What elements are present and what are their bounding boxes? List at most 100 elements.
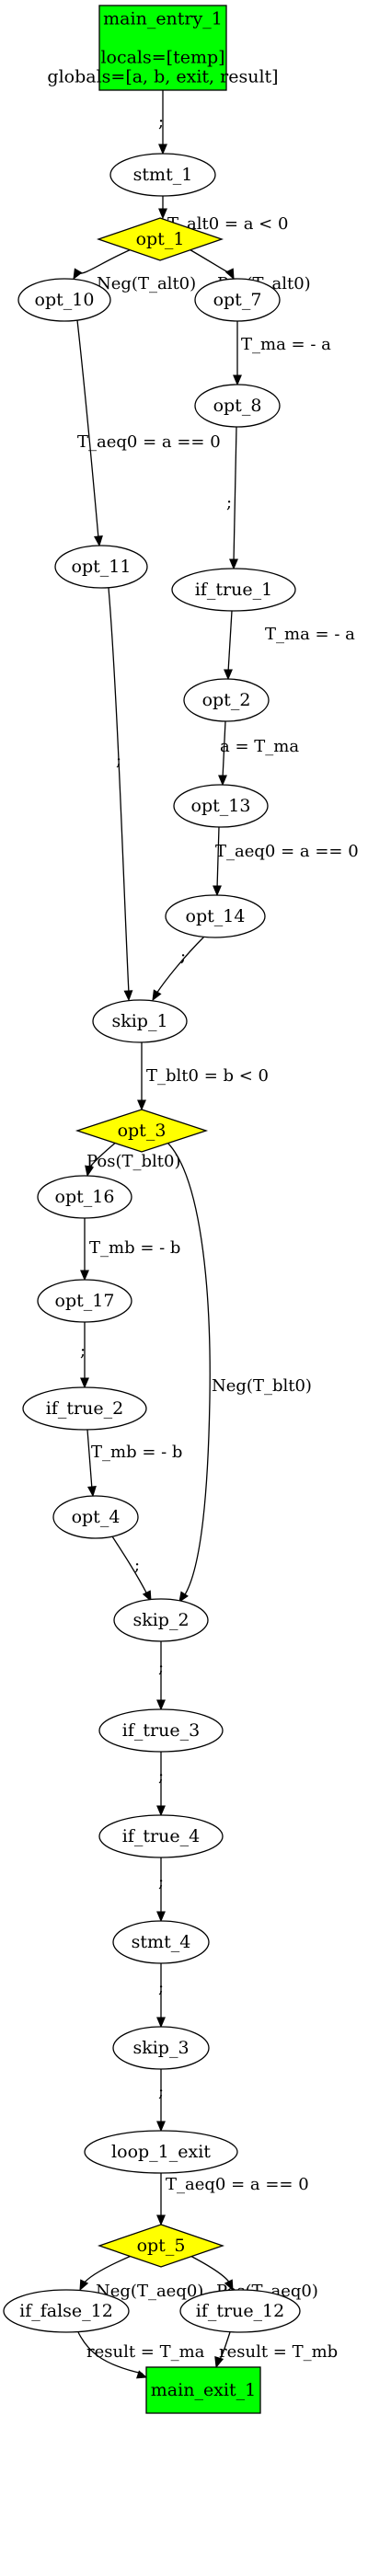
node-if_true_3: if_true_3: [98, 1708, 224, 1753]
edge-opt_16-to-opt_17: T_mb = - b: [80, 1218, 180, 1282]
node-if_true_1: if_true_1: [171, 568, 296, 612]
node-opt_13: opt_13: [173, 784, 269, 828]
node-opt_8: opt_8: [194, 384, 281, 428]
edge-label: T_alt0 = a < 0: [167, 214, 288, 234]
node-shape: [194, 278, 281, 322]
node-opt_2: opt_2: [183, 678, 270, 722]
edge-label: Pos(T_blt0): [86, 1152, 180, 1171]
node-label: skip_3: [132, 2038, 189, 2058]
node-shape: [165, 894, 266, 938]
edge-opt_7-to-opt_8: T_ma = - a: [233, 321, 331, 386]
node-label: opt_4: [72, 1507, 121, 1527]
arrowhead: [158, 208, 167, 220]
edge-stmt_4-to-skip_3: ;: [156, 1963, 166, 2029]
node-label: skip_2: [132, 1610, 189, 1630]
edge-label: ;: [180, 947, 186, 966]
edge-line: [155, 936, 205, 995]
node-label: opt_17: [55, 1291, 115, 1311]
edge-if_true_2-to-opt_4: T_mb = - b: [86, 1429, 182, 1498]
edge-line: [77, 2331, 144, 2375]
arrowhead: [85, 1165, 95, 1178]
node-label: if_true_2: [46, 1398, 123, 1419]
node-shape: [3, 2289, 130, 2333]
node-label: opt_7: [213, 290, 262, 310]
arrowhead: [152, 989, 162, 1002]
edge-label: ;: [158, 1658, 164, 1677]
edge-label: ;: [80, 1341, 86, 1361]
node-label: opt_8: [213, 396, 262, 416]
edge-if_true_12-to-main_exit_1: result = T_mb: [214, 2331, 338, 2369]
node-stmt_4: stmt_4: [112, 1920, 210, 1964]
node-shape: [112, 1920, 210, 1964]
arrowhead: [80, 1270, 89, 1282]
node-shape: [145, 2366, 261, 2414]
node-skip_1: skip_1: [92, 999, 188, 1043]
edge-opt_17-to-if_true_2: ;: [80, 1322, 89, 1389]
edge-label: ;: [116, 751, 121, 770]
node-label: opt_13: [191, 796, 251, 816]
edge-label: result = T_ma: [86, 2342, 205, 2362]
edge-label: ;: [226, 493, 232, 512]
node-shape: [98, 5, 227, 91]
node-stmt_1: stmt_1: [109, 153, 216, 197]
node-label: opt_1: [136, 229, 185, 249]
edge-label: T_aeq0 = a == 0: [166, 2175, 309, 2194]
node-opt_16: opt_16: [37, 1175, 132, 1219]
edge-if_true_3-to-if_true_4: ;: [156, 1752, 166, 1817]
node-if_true_4: if_true_4: [98, 1814, 224, 1858]
node-shape: [17, 278, 111, 322]
edge-line: [233, 426, 237, 563]
edge-if_true_1-to-opt_2: T_ma = - a: [224, 610, 355, 681]
arrowhead: [156, 1805, 166, 1817]
edge-opt_1-to-opt_10: Neg(T_alt0): [73, 247, 196, 293]
arrowhead: [156, 2121, 166, 2133]
node-label: loop_1_exit: [111, 2142, 211, 2162]
node-label: opt_14: [186, 906, 246, 926]
edge-line: [82, 2254, 134, 2285]
edge-label: T_mb = - b: [91, 1443, 182, 1462]
arrowhead: [224, 669, 233, 681]
edge-label: T_blt0 = b < 0: [146, 1066, 269, 1086]
node-label: opt_10: [35, 290, 95, 310]
arrowhead: [87, 1486, 97, 1498]
node-label: opt_3: [118, 1121, 167, 1141]
node-label: stmt_1: [133, 165, 193, 185]
arrowhead: [218, 775, 227, 787]
node-shape: [179, 2289, 301, 2333]
edge-line: [165, 1140, 211, 1597]
edge-line: [227, 610, 233, 673]
node-shape: [194, 384, 281, 428]
node-main_exit_1: main_exit_1: [145, 2366, 261, 2414]
node-opt_14: opt_14: [165, 894, 266, 938]
node-label: if_true_1: [195, 580, 272, 600]
edge-label: ;: [158, 112, 164, 132]
node-opt_5: opt_5: [97, 2224, 225, 2268]
edge-skip_2-to-if_true_3: ;: [156, 1641, 166, 1711]
edge-skip_1-to-opt_3: T_blt0 = b < 0: [137, 1042, 269, 1111]
node-shape: [37, 1279, 132, 1323]
arrowhead: [178, 1591, 189, 1604]
edge-opt_11-to-skip_1: ;: [108, 587, 133, 1002]
arrowhead: [233, 374, 242, 386]
node-opt_3: opt_3: [75, 1109, 209, 1153]
edges-layer: ;T_alt0 = a < 0Neg(T_alt0)Pos(T_alt0)T_m…: [73, 90, 359, 2379]
node-opt_7: opt_7: [194, 278, 281, 322]
arrowhead: [156, 2017, 166, 2029]
arrowhead: [214, 2356, 224, 2369]
node-shape: [183, 678, 270, 722]
node-shape: [98, 1814, 224, 1858]
node-opt_1: opt_1: [96, 217, 224, 261]
arrowhead: [79, 2279, 89, 2292]
edge-opt_4-to-skip_2: ;: [111, 1535, 152, 1603]
edge-opt_8-to-if_true_1: ;: [226, 426, 238, 570]
arrowhead: [224, 2279, 234, 2292]
edge-stmt_1-to-opt_1: T_alt0 = a < 0: [158, 196, 288, 234]
arrowhead: [213, 885, 222, 897]
node-shape: [84, 2130, 238, 2174]
edge-label: T_aeq0 = a == 0: [215, 842, 359, 861]
node-label: if_true_12: [196, 2301, 284, 2321]
edge-label: Neg(T_alt0): [97, 274, 196, 293]
edge-label: ;: [134, 1556, 140, 1575]
